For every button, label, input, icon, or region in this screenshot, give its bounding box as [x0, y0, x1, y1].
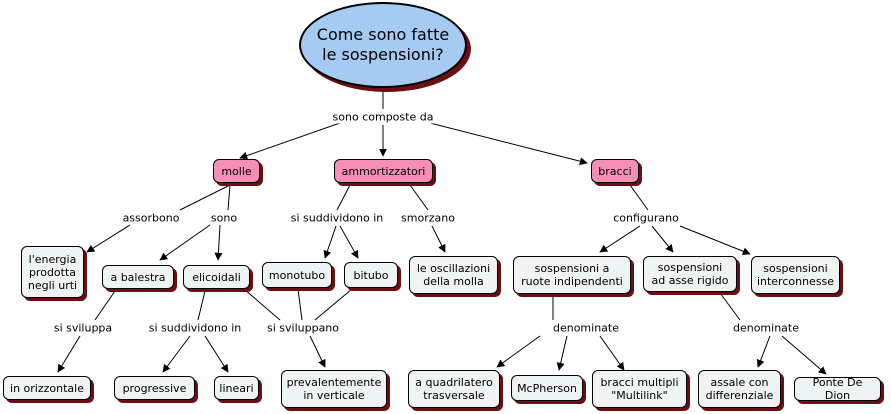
- edge-ammort-suddividono: [336, 184, 351, 211]
- link-label-configurano: configurano: [611, 211, 681, 225]
- edge-denominate-dedion: [781, 335, 827, 375]
- node-progressive: progressive: [114, 376, 195, 400]
- node-bitubo: bitubo: [344, 262, 398, 288]
- node-molle: molle: [213, 159, 260, 183]
- edge-sono-elicoidali: [214, 224, 223, 261]
- edge-assorbono-energia: [86, 224, 131, 253]
- edge-denominate-multilink: [599, 335, 625, 371]
- edge-configurano-asse: [651, 225, 674, 253]
- link-label-sviluppa: si sviluppa: [51, 321, 115, 335]
- link-label-suddividono-elic: si suddividono in: [146, 321, 244, 335]
- node-ponte-de-dion: Ponte De Dion: [794, 376, 881, 402]
- edge-denominate-assale: [756, 335, 771, 368]
- node-elicoidali: elicoidali: [183, 265, 250, 289]
- node-lineari: lineari: [214, 376, 259, 400]
- edge-sono-balestra: [159, 224, 211, 261]
- edge-suddividono-lineari: [204, 335, 229, 373]
- link-label-denominate-2: denominate: [730, 321, 802, 335]
- link-label-denominate-1: denominate: [550, 321, 622, 335]
- node-quadrilatero: a quadrilatero trasversale: [408, 370, 500, 408]
- link-label-assorbono: assorbono: [120, 211, 182, 225]
- link-label-suddividono-ammort: si suddividono in: [288, 211, 386, 225]
- node-monotubo: monotubo: [262, 262, 332, 288]
- edge-sviluppa-orizzontale: [57, 335, 81, 373]
- node-assale: assale con differenziale: [698, 370, 781, 408]
- edge-elicoidali-suddividono: [197, 290, 206, 321]
- node-mcpherson: McPherson: [511, 375, 583, 401]
- edge-elicoidali-sviluppano: [243, 288, 281, 321]
- edge-composte-bracci: [429, 122, 588, 166]
- node-asse-rigido: sospensioni ad asse rigido: [643, 256, 737, 292]
- edge-configurano-ruote: [599, 225, 641, 253]
- node-orizzontale: in orizzontale: [3, 376, 91, 400]
- edge-suddividono-monotubo: [323, 225, 337, 259]
- edge-configurano-interconnesse: [679, 225, 751, 256]
- edge-composte-molle: [239, 122, 341, 160]
- edge-molle-sono: [227, 184, 231, 211]
- node-balestra: a balestra: [102, 265, 174, 289]
- edge-suddividono-progressive: [162, 335, 191, 373]
- node-ruote-indipendenti: sospensioni a ruote indipendenti: [513, 256, 631, 294]
- edge-monotubo-sviluppano: [297, 288, 303, 321]
- edge-denominate-quadrilatero: [496, 335, 541, 368]
- edge-ammort-smorzano: [409, 184, 429, 211]
- link-label-composte: sono composte da: [330, 110, 436, 124]
- edge-suddividono-bitubo: [339, 225, 359, 259]
- node-interconnesse: sospensioni interconnesse: [751, 256, 840, 294]
- edge-bracci-configurano: [629, 184, 649, 211]
- node-oscillazioni: le oscillazioni della molla: [409, 256, 498, 294]
- edge-smorzano-oscillazioni: [431, 225, 446, 253]
- edge-bitubo-sviluppano: [314, 288, 353, 321]
- node-energia: l'energia prodotta negli urti: [21, 246, 84, 298]
- link-label-smorzano: smorzano: [399, 211, 457, 225]
- edge-asse-denominate: [719, 292, 741, 321]
- edge-denominate-mcpherson: [556, 335, 568, 371]
- root-node: Come sono fatte le sospensioni?: [299, 2, 467, 88]
- node-verticale: prevalentemente in verticale: [281, 370, 387, 408]
- edge-balestra-sviluppa: [94, 290, 116, 321]
- node-bracci: bracci: [591, 159, 639, 183]
- node-multilink: bracci multipli "Multilink": [592, 370, 687, 408]
- link-label-sono: sono: [208, 211, 240, 225]
- edge-sviluppano-verticale: [309, 335, 326, 368]
- node-ammortizzatori: ammortizzatori: [334, 159, 433, 183]
- edge-molle-assorbono: [179, 184, 231, 211]
- link-label-sviluppano: si sviluppano: [264, 321, 342, 335]
